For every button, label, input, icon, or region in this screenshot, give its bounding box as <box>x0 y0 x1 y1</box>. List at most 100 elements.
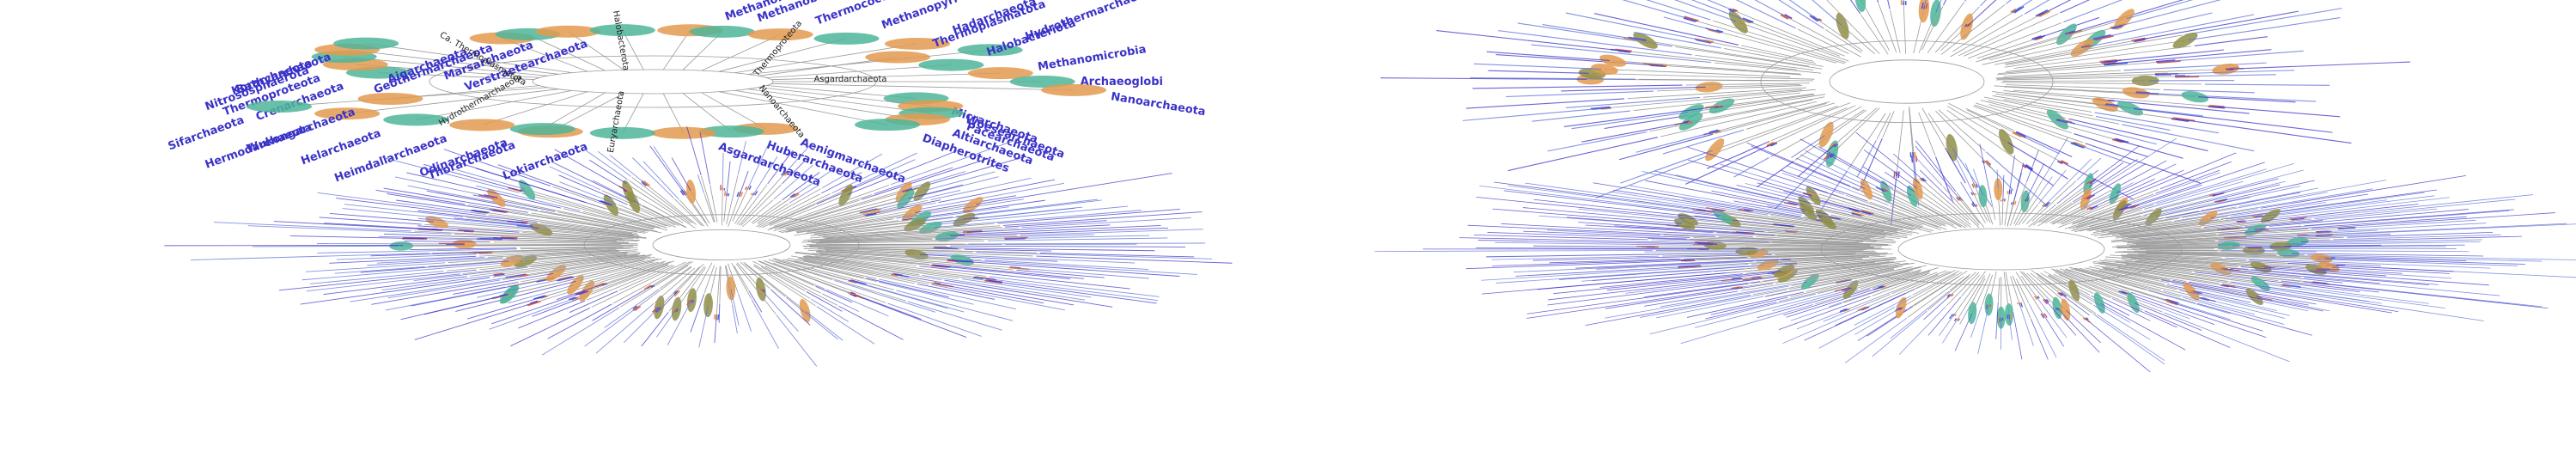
leaf-label <box>1513 259 1787 273</box>
leaf-label <box>1706 141 1770 169</box>
tree-branch <box>1901 272 1963 308</box>
tree-branch <box>764 266 821 294</box>
trait-bar <box>673 290 680 297</box>
tree-branch <box>2032 183 2089 226</box>
tree-branch <box>520 246 634 249</box>
tree-branch <box>487 249 620 258</box>
leaf-label <box>454 217 533 227</box>
tree-branch <box>728 196 740 228</box>
trait-bar <box>2338 227 2356 230</box>
clade-highlight <box>1705 138 1725 162</box>
tree-branch <box>803 227 1019 241</box>
leaf-label <box>2225 257 2491 269</box>
tree-branch <box>796 212 912 233</box>
tree-branch <box>753 265 816 307</box>
leaf-label <box>1605 285 1789 319</box>
tree-branch <box>1876 113 1891 140</box>
leaf-label <box>1525 182 1722 211</box>
leaf-label <box>585 150 629 180</box>
leaf-label <box>783 144 811 175</box>
trait-bar <box>1830 153 1835 159</box>
trait-bar <box>2166 301 2178 306</box>
clade-highlight <box>535 25 601 38</box>
leaf-label <box>2085 14 2255 48</box>
leaf-label <box>1850 0 1861 15</box>
tree-branch <box>734 89 918 120</box>
leaf-label <box>867 199 941 216</box>
tree-branch <box>814 255 987 277</box>
tree-branch <box>2104 259 2227 272</box>
leaf-label <box>2060 119 2157 145</box>
leaf-label <box>2201 187 2318 211</box>
leaf-label <box>1690 0 1751 22</box>
leaf-label <box>1788 0 1819 21</box>
trait-bar <box>1696 39 1712 44</box>
tree-branch <box>1826 0 1880 54</box>
tree-branch <box>818 238 933 243</box>
tree-branch <box>654 267 696 303</box>
tree-branch <box>1988 104 2115 140</box>
trait-bar <box>1683 120 1690 124</box>
tree-branch <box>521 192 655 229</box>
tree-branch <box>642 205 687 228</box>
tree-branch <box>2060 195 2124 224</box>
tree-branch <box>1906 270 1956 293</box>
tree-branch <box>556 256 651 274</box>
trait-bar <box>479 237 502 240</box>
tree-branch <box>1777 235 1876 242</box>
leaf-label <box>1942 319 1958 344</box>
tree-branch <box>747 49 990 75</box>
tree-branch <box>546 260 667 296</box>
leaf-label <box>782 172 820 201</box>
tree-branch <box>2051 268 2163 313</box>
tree-branch <box>1950 15 2024 58</box>
trait-bar <box>2046 298 2049 302</box>
tree-branch <box>1974 194 1988 222</box>
trait-bar <box>2010 314 2013 320</box>
tree-branch <box>785 196 917 229</box>
tree-branch <box>769 191 843 224</box>
leaf-label <box>2063 0 2123 23</box>
tree-branch <box>2111 244 2219 247</box>
clade-highlight <box>689 25 755 38</box>
leaf-label <box>2123 62 2267 71</box>
trait-bar <box>402 237 428 240</box>
leaf-label <box>1977 305 1989 355</box>
trait-bar <box>2061 160 2069 165</box>
leaf-label <box>1805 150 1885 192</box>
leaf-label <box>2066 309 2102 344</box>
trait-bar <box>1643 63 1667 66</box>
leaf-label <box>489 297 575 330</box>
leaf-label <box>932 264 1084 279</box>
tree-branch <box>1659 101 1818 137</box>
tree-branch <box>424 223 634 240</box>
leaf-label <box>387 279 501 299</box>
tree-branch <box>1713 211 1885 235</box>
leaf-label <box>1008 235 1150 240</box>
tree-branch <box>1592 72 1815 80</box>
leaf-label <box>2221 239 2482 246</box>
leaf-label <box>1462 107 1608 121</box>
tree-branch <box>1990 199 1996 220</box>
leaf-label <box>1498 30 1692 56</box>
leaf-label <box>2111 298 2177 328</box>
tree-panel-bottom-right <box>1374 131 2576 373</box>
trait-bar <box>1974 192 1977 196</box>
leaf-label <box>1754 0 1789 19</box>
leaf-label <box>1996 169 1999 189</box>
leaf-label <box>806 311 843 341</box>
trait-bar <box>675 308 679 313</box>
tree-branch <box>1878 3 1897 53</box>
tree-branch <box>740 184 782 226</box>
leaf-label <box>2013 173 2022 205</box>
leaf-label <box>2155 163 2294 205</box>
leaf-label <box>1465 259 1692 270</box>
clade-highlight <box>1591 64 1618 76</box>
leaf-label <box>1644 281 1761 298</box>
tree-branch <box>2009 183 2027 226</box>
trait-bar <box>1951 294 1954 297</box>
trait-bar <box>484 194 498 198</box>
leaf-label <box>923 206 1009 219</box>
tree-branch <box>1976 39 2034 59</box>
leaf-label <box>2285 284 2429 304</box>
